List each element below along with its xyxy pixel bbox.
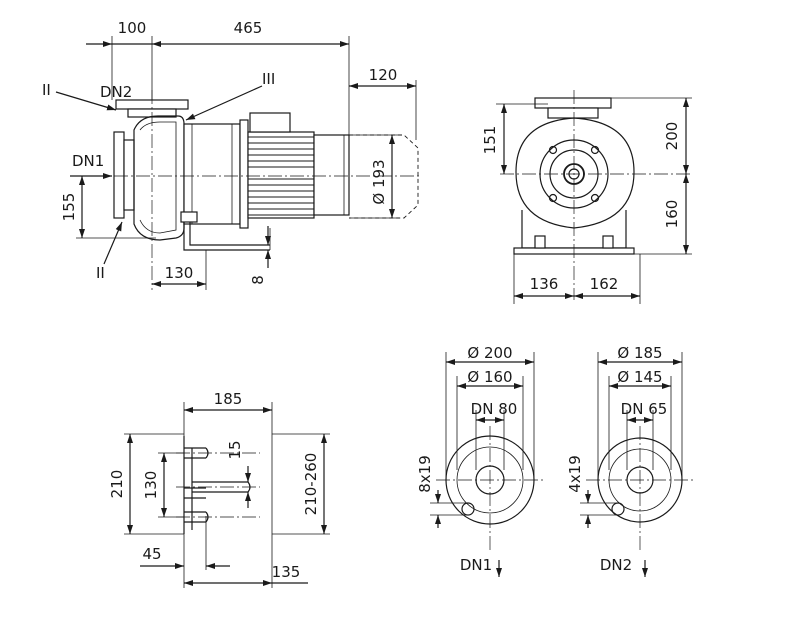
dim-120: 120 bbox=[369, 66, 398, 84]
dim-130-foundation: 130 bbox=[142, 471, 160, 500]
dim-100: 100 bbox=[118, 19, 147, 37]
dim-45: 45 bbox=[142, 545, 161, 563]
dim-130: 130 bbox=[165, 264, 194, 282]
label-flange-dn1: DN1 bbox=[460, 556, 492, 574]
dim-151: 151 bbox=[481, 126, 499, 155]
flange-dn1-view: Ø 200 Ø 160 DN 80 8x19 DN1 bbox=[416, 344, 544, 577]
dim-dn1-outer: Ø 200 bbox=[467, 344, 512, 362]
dim-dn1-holes: 8x19 bbox=[416, 455, 434, 493]
dim-136: 136 bbox=[530, 275, 559, 293]
label-flange-dn2: DN2 bbox=[600, 556, 632, 574]
dim-dn2-pitch: Ø 145 bbox=[617, 368, 662, 386]
dim-dn2-bore: DN 65 bbox=[621, 400, 668, 418]
dim-155: 155 bbox=[60, 193, 78, 222]
label-iii: III bbox=[262, 70, 275, 88]
dim-162: 162 bbox=[590, 275, 619, 293]
dim-200: 200 bbox=[663, 122, 681, 151]
dim-dn2-outer: Ø 185 bbox=[617, 344, 662, 362]
dim-dn2-holes: 4x19 bbox=[566, 455, 584, 493]
side-view: 100 465 120 bbox=[42, 19, 420, 290]
flange-dn2-view: Ø 185 Ø 145 DN 65 4x19 DN2 bbox=[566, 344, 694, 577]
dim-dn1-bore: DN 80 bbox=[471, 400, 518, 418]
dim-135: 135 bbox=[272, 563, 301, 581]
dim-465: 465 bbox=[234, 19, 263, 37]
label-dn2: DN2 bbox=[100, 83, 132, 101]
dim-dn1-pitch: Ø 160 bbox=[467, 368, 512, 386]
dim-185: 185 bbox=[214, 390, 243, 408]
dim-160: 160 bbox=[663, 200, 681, 229]
dim-8: 8 bbox=[249, 275, 267, 285]
label-dn1: DN1 bbox=[72, 152, 104, 170]
dim-210: 210 bbox=[108, 470, 126, 499]
label-ii-bottom: II bbox=[96, 264, 105, 282]
dim-210-260: 210-260 bbox=[302, 453, 320, 516]
dim-15: 15 bbox=[226, 440, 244, 459]
foundation-view: 185 210 130 15 210-260 45 135 bbox=[108, 390, 330, 588]
motor-cooling-fins bbox=[248, 136, 314, 216]
front-view: 151 200 160 136 162 bbox=[481, 90, 692, 304]
dim-dia-193: Ø 193 bbox=[370, 159, 388, 204]
label-ii-top: II bbox=[42, 81, 51, 99]
